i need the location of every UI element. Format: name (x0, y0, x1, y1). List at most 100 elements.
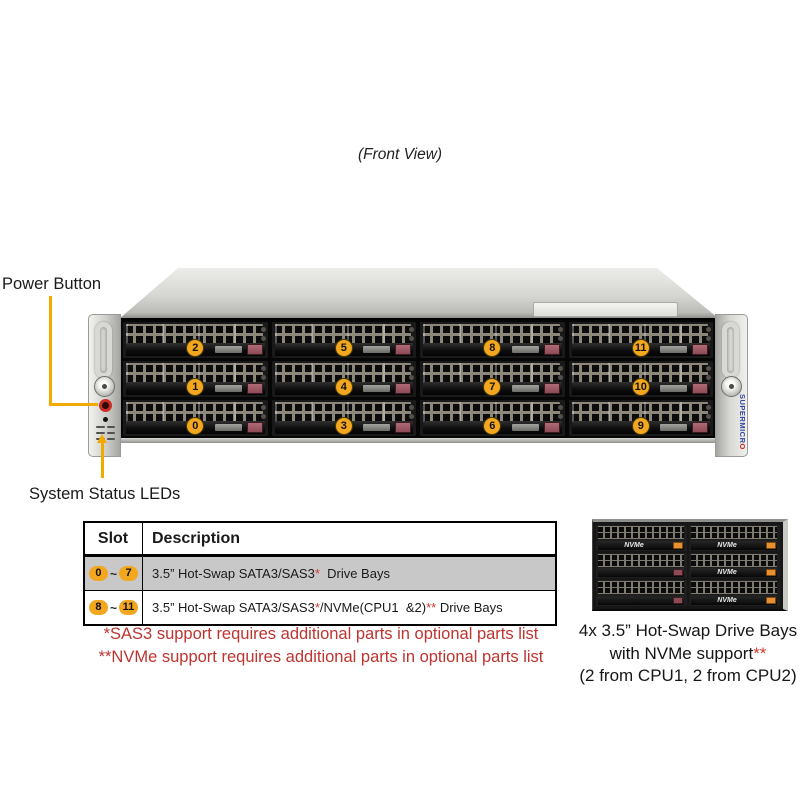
bay-number-badge: 7 (483, 378, 502, 396)
slot-badge: 0 (88, 566, 108, 581)
bay-number-badge: 8 (483, 339, 502, 357)
bay-number-badge: 3 (334, 417, 353, 435)
bay-number-badge: 1 (186, 378, 205, 396)
slot-badge: 7 (119, 566, 138, 581)
power-callout-line (49, 403, 98, 406)
tray-latch (363, 424, 390, 431)
tray-handle: NVMe (598, 540, 684, 550)
status-leds-callout-label: System Status LEDs (29, 485, 181, 503)
nvme-label (598, 596, 670, 605)
mini-drive-tray (596, 580, 687, 606)
tray-grille (423, 363, 560, 384)
tray-grille (571, 324, 708, 345)
drive-tray: 3 (271, 400, 416, 436)
tray-release-tab (543, 383, 560, 394)
bay-number-badge: 11 (631, 339, 650, 357)
power-button-callout-label: Power Button (2, 275, 102, 293)
mini-drive-tray: NVMe (596, 525, 687, 551)
tray-grille (598, 553, 684, 567)
tray-release-tab (395, 422, 411, 433)
tray-latch (660, 385, 687, 392)
tray-release-tab (543, 344, 560, 355)
description-header: Description (142, 521, 557, 557)
description-cell: 3.5” Hot-Swap SATA3/SAS3*/NVMe(CPU1 &2)*… (142, 590, 557, 626)
tray-latch (511, 346, 539, 353)
drive-tray: 7 (420, 361, 565, 397)
footnote-nvme: **NVMe support requires additional parts… (98, 648, 544, 666)
tray-grille (126, 363, 263, 384)
tray-release-tab (246, 344, 263, 355)
rack-handle-icon (722, 322, 739, 378)
reset-button (103, 417, 108, 422)
tray-release-tab (395, 383, 411, 394)
slot-range-cell: 0 ~ 7 (83, 555, 143, 591)
slot-badge: 11 (119, 600, 138, 615)
tray-grille (274, 324, 411, 345)
rack-handle-icon (95, 322, 112, 378)
tray-release-tab (692, 422, 708, 433)
tray-latch (511, 385, 539, 392)
power-callout-line (49, 296, 52, 406)
nvme-label: NVMe (717, 596, 737, 604)
tray-grille (126, 402, 263, 423)
mini-drive-tray: NVMe (689, 525, 780, 551)
footnote-asterisk: ** (426, 600, 437, 615)
tray-latch (214, 385, 242, 392)
tray-grille (691, 581, 777, 595)
tray-grille (598, 581, 684, 595)
nvme-label: NVMe (717, 541, 737, 549)
drive-tray: 9 (568, 400, 713, 436)
description-cell: 3.5” Hot-Swap SATA3/SAS3* Drive Bays (142, 555, 557, 591)
drive-tray: 6 (420, 400, 565, 436)
chassis-left-ear (88, 314, 121, 457)
tray-latch (363, 385, 390, 392)
slot-description-table: Slot Description 0 ~ 7 3.5” Hot-Swap SAT… (83, 521, 557, 626)
bay-number-badge: 2 (186, 339, 205, 357)
bay-number-badge: 9 (631, 417, 650, 435)
tray-release-tab (395, 344, 411, 355)
tray-release-tab (692, 383, 708, 394)
tray-release-tab (246, 383, 263, 394)
tray-latch (660, 424, 687, 431)
tray-grille (126, 324, 263, 345)
tray-release-tab (246, 422, 263, 433)
drive-tray: 4 (271, 361, 416, 397)
tray-latch (214, 424, 242, 431)
caption-line-2: with NVMe support** (609, 643, 767, 663)
bay-number-badge: 4 (334, 378, 353, 396)
tray-release-tab (543, 422, 560, 433)
tray-grille (691, 553, 777, 567)
nvme-figure-caption: 4x 3.5” Hot-Swap Drive Bays with NVMe su… (578, 620, 798, 688)
nvme-label: NVMe (624, 541, 644, 549)
drive-tray: 2 (123, 322, 268, 358)
drive-tray: 10 (568, 361, 713, 397)
mini-drive-tray (596, 552, 687, 579)
thumbscrew-icon (94, 376, 115, 397)
tray-latch (214, 346, 242, 353)
tray-handle: NVMe (691, 568, 777, 578)
tray-handle (598, 595, 684, 605)
tray-release-tab (673, 541, 683, 549)
thumbscrew-icon (721, 376, 742, 397)
drive-bay-grid: 2 5 8 11 1 4 7 10 0 3 6 9 (120, 318, 716, 442)
tray-latch (363, 346, 390, 353)
tray-handle: NVMe (691, 595, 777, 605)
nvme-label (598, 568, 670, 577)
tray-grille (571, 402, 708, 423)
chassis-info-label (533, 302, 678, 317)
nvme-label: NVMe (717, 569, 737, 577)
tray-grille (423, 324, 560, 345)
table-row: 0 ~ 7 3.5” Hot-Swap SATA3/SAS3* Drive Ba… (83, 555, 557, 591)
drive-tray: 1 (123, 361, 268, 397)
leds-callout-line (101, 442, 104, 478)
tray-release-tab (673, 569, 683, 577)
caption-line-3: (2 from CPU1, 2 from CPU2) (579, 666, 797, 685)
caption-line-1: 4x 3.5” Hot-Swap Drive Bays (578, 621, 798, 640)
tray-handle (598, 568, 684, 578)
chassis-right-ear: SUPERMICRO (715, 314, 748, 457)
tray-grille (691, 526, 777, 539)
tray-grille (274, 402, 411, 423)
tray-release-tab (766, 541, 776, 549)
front-view-caption: (Front View) (357, 146, 443, 163)
drive-tray: 0 (123, 400, 268, 436)
